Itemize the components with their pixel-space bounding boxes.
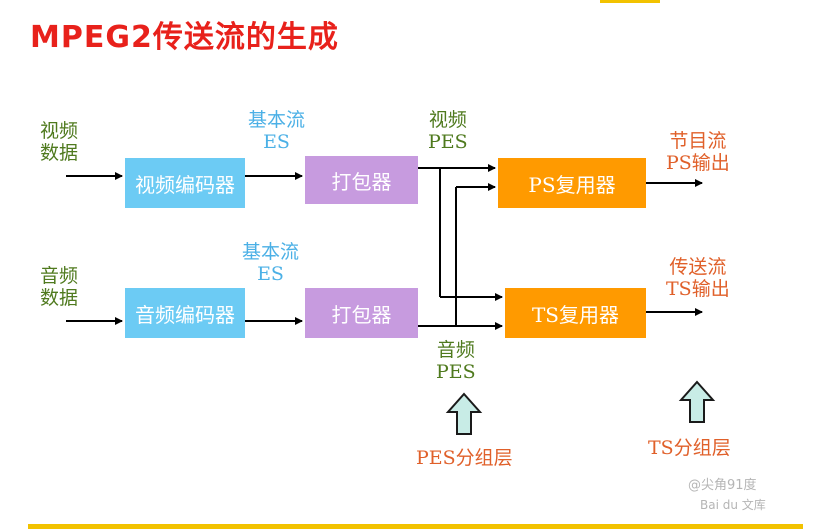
audio-data-label: 音频数据 bbox=[40, 265, 79, 309]
pes-layer-up-arrow-icon bbox=[445, 392, 483, 435]
video-data-label: 视频数据 bbox=[40, 120, 79, 164]
pes-layer-label: PES分组层 bbox=[416, 447, 513, 469]
packer-box-bottom: 打包器 bbox=[305, 288, 418, 338]
audio-encoder-box: 音频编码器 bbox=[125, 288, 245, 338]
packer-box-top: 打包器 bbox=[305, 156, 418, 204]
bottom-accent-bar bbox=[28, 524, 803, 529]
ps-mux-box: PS复用器 bbox=[498, 158, 646, 208]
watermark-brand: Bai du 文库 bbox=[700, 498, 766, 512]
video-encoder-box: 视频编码器 bbox=[125, 158, 245, 208]
ts-mux-box: TS复用器 bbox=[505, 288, 646, 338]
watermark-author: @尖角91度 bbox=[688, 478, 757, 493]
top-accent-bar bbox=[600, 0, 660, 3]
ts-layer-up-arrow-icon bbox=[678, 380, 716, 423]
ts-layer-label: TS分组层 bbox=[648, 437, 731, 459]
page-title: MPEG2传送流的生成 bbox=[30, 20, 339, 55]
